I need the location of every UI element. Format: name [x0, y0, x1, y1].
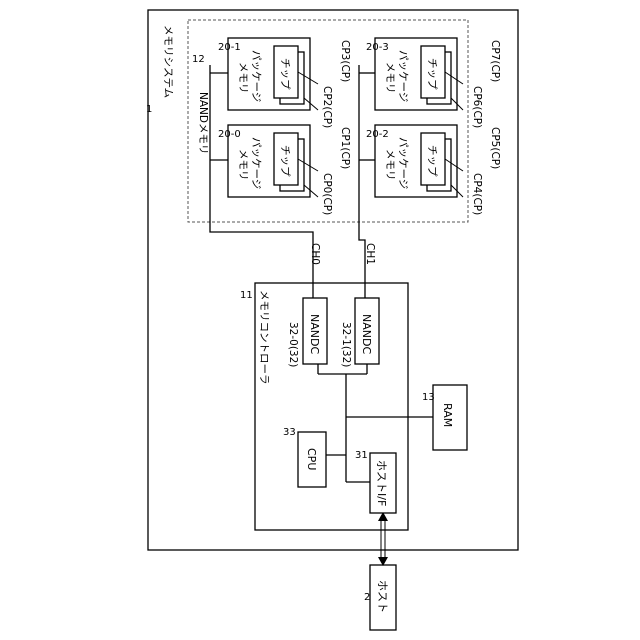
package-label-line1: メモリ — [237, 149, 249, 181]
nandc-0-ref: 32-0(32) — [287, 322, 299, 367]
cp-label-a: CP2(CP) — [321, 86, 333, 128]
nandc-0-label: NANDC — [308, 314, 321, 354]
ch1-label: CH1 — [364, 243, 376, 265]
package-ref: 20-0 — [218, 129, 241, 140]
cpu-label: CPU — [305, 448, 318, 470]
host-label: ホスト — [376, 580, 389, 613]
package-ref: 20-2 — [366, 129, 389, 140]
ch0-label: CH0 — [309, 243, 321, 265]
memory-package-20-0: 20-0 メモリ パッケージ チップ CP1(CP) CP0(CP) — [218, 125, 351, 215]
cp-label-b: CP3(CP) — [339, 40, 351, 82]
nand-memory-title: NANDメモリ — [197, 92, 209, 154]
package-label-line2: パッケージ — [250, 137, 262, 189]
cp-label-b: CP1(CP) — [339, 127, 351, 169]
package-label-line1: メモリ — [384, 149, 396, 181]
memory-system-ref: 1 — [146, 104, 152, 115]
cp-label-b: CP7(CP) — [489, 40, 501, 82]
nandc-1-ref: 32-1(32) — [340, 322, 352, 367]
package-label-line1: メモリ — [384, 62, 396, 94]
host-ref: 2 — [364, 592, 370, 603]
package-label-line2: パッケージ — [397, 137, 409, 189]
cp-label-a: CP6(CP) — [471, 86, 483, 128]
package-ref: 20-1 — [218, 42, 241, 53]
nandc-1-label: NANDC — [360, 314, 373, 354]
package-label-line2: パッケージ — [397, 50, 409, 102]
cp-label-a: CP4(CP) — [471, 173, 483, 215]
package-label-line2: パッケージ — [250, 50, 262, 102]
chip-label: チップ — [279, 58, 291, 90]
cpu-ref: 33 — [283, 427, 296, 438]
chip-label: チップ — [426, 145, 438, 177]
package-ref: 20-3 — [366, 42, 389, 53]
cp-label-b: CP5(CP) — [489, 127, 501, 169]
nand-memory-ref: 12 — [192, 54, 205, 65]
memory-controller-title: メモリコントローラ — [258, 290, 270, 385]
package-label-line1: メモリ — [237, 62, 249, 94]
host-if-label: ホストI/F — [375, 460, 388, 506]
memory-package-20-3: 20-3 メモリ パッケージ チップ CP7(CP) CP6(CP) — [366, 38, 501, 128]
cp-label-a: CP0(CP) — [321, 173, 333, 215]
memory-package-20-1: 20-1 メモリ パッケージ チップ CP3(CP) CP2(CP) — [218, 38, 351, 128]
host-if-ref: 31 — [355, 450, 368, 461]
memory-package-20-2: 20-2 メモリ パッケージ チップ CP5(CP) CP4(CP) — [366, 125, 501, 215]
memory-system-title: メモリシステム — [162, 25, 174, 98]
ram-label: RAM — [441, 403, 454, 427]
chip-label: チップ — [426, 58, 438, 90]
ram-ref: 13 — [422, 392, 435, 403]
memory-controller-ref: 11 — [240, 290, 253, 301]
chip-label: チップ — [279, 145, 291, 177]
